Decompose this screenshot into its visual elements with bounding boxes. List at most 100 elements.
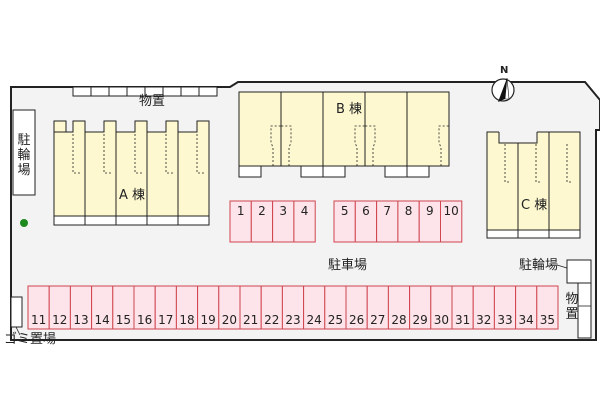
parking-number: 22 [264, 313, 279, 327]
storage-unit [180, 86, 200, 97]
north-label: N [500, 65, 509, 76]
parking-number: 21 [243, 313, 258, 327]
parking-space-9: 9 [418, 200, 442, 243]
parking-number: 30 [434, 313, 449, 327]
parking-space-15: 15 [112, 285, 135, 330]
parking-space-rect [293, 200, 316, 243]
parking-number: 15 [116, 313, 131, 327]
garbage-leader [15, 326, 21, 336]
parking-number: 19 [201, 313, 216, 327]
building-b [238, 91, 450, 178]
parking-number: 20 [222, 313, 237, 327]
stair-b [270, 125, 281, 166]
parking-space-11: 11 [27, 285, 50, 330]
parking-space-21: 21 [239, 285, 262, 330]
parking-number: 7 [383, 204, 391, 218]
parking-number: 11 [31, 313, 46, 327]
unit-a [177, 120, 210, 217]
storage-unit [108, 86, 128, 97]
garbage-label: ゴミ置場 [4, 332, 57, 347]
building-a [53, 120, 210, 226]
bicycle-left-label: 駐輪場 [17, 133, 31, 178]
stair-b [354, 125, 365, 166]
parking-space-18: 18 [175, 285, 199, 330]
unit-c [486, 131, 519, 231]
parking-number: 10 [444, 204, 459, 218]
stair-b [281, 125, 292, 166]
storage-top [72, 86, 218, 97]
storage-right [577, 282, 592, 339]
parking-space-20: 20 [218, 285, 241, 330]
unit-a [146, 120, 179, 217]
balcony-a [146, 215, 179, 226]
unit-b [238, 91, 282, 167]
parking-number: 5 [341, 204, 349, 218]
stair-a [72, 134, 80, 174]
stair-c [504, 144, 511, 183]
building-a-label: A 棟 [119, 188, 146, 203]
stair-c [535, 144, 542, 183]
parking-space-rect [536, 285, 559, 330]
unit-b [280, 91, 324, 167]
parking-space-34: 34 [515, 285, 538, 330]
stair-a [103, 134, 111, 174]
parking-number: 3 [279, 204, 287, 218]
balcony-b [384, 165, 408, 178]
stair-a [165, 134, 173, 174]
parking-number: 26 [349, 313, 364, 327]
parking-space-30: 30 [430, 285, 453, 330]
unit-c [548, 131, 581, 231]
parking-number: 23 [285, 313, 300, 327]
stair-a [134, 134, 142, 174]
parking-space-26: 26 [345, 285, 368, 330]
parking-number: 9 [426, 204, 434, 218]
garbage-area [10, 296, 23, 328]
stair-a [196, 134, 204, 174]
parking-number: 27 [370, 313, 385, 327]
storage-top-label: 物置 [139, 94, 166, 109]
parking-space-19: 19 [197, 285, 220, 330]
parking-number: 25 [328, 313, 343, 327]
parking-space-28: 28 [387, 285, 411, 330]
north-compass-icon [491, 77, 515, 102]
unit-b [364, 91, 408, 167]
bicycle-leader [556, 264, 568, 269]
parking-space-5: 5 [333, 200, 356, 243]
unit-b [406, 91, 450, 167]
parking-space-8: 8 [397, 200, 420, 243]
building-c-label: C 棟 [521, 198, 548, 213]
storage-unit [198, 86, 218, 97]
parking-space-16: 16 [133, 285, 156, 330]
parking-number: 29 [413, 313, 428, 327]
parking-space-35: 35 [536, 285, 559, 330]
parking-space-17: 17 [154, 285, 177, 330]
unit-a-corner [53, 120, 67, 133]
parking-space-rect [440, 200, 463, 243]
parking-space-33: 33 [493, 285, 517, 330]
parking-space-23: 23 [281, 285, 305, 330]
stair-b [365, 125, 376, 166]
parking-number: 13 [73, 313, 88, 327]
parking-number: 6 [362, 204, 370, 218]
parking-space-3: 3 [272, 200, 295, 243]
storage-unit [90, 86, 110, 97]
parking-space-25: 25 [324, 285, 347, 330]
parking-number: 1 [237, 204, 245, 218]
balcony-b [238, 165, 262, 178]
tree-icon [20, 219, 28, 227]
parking-number: 31 [455, 313, 470, 327]
parking-number: 12 [52, 313, 67, 327]
parking-space-22: 22 [260, 285, 283, 330]
parking-number: 18 [179, 313, 194, 327]
balcony-b [300, 165, 324, 178]
storage-unit [162, 86, 182, 97]
parking-number: 34 [519, 313, 534, 327]
parking-number: 8 [405, 204, 413, 218]
parking-space-13: 13 [69, 285, 93, 330]
notch-c-edge [498, 132, 538, 144]
parking-number: 16 [137, 313, 152, 327]
